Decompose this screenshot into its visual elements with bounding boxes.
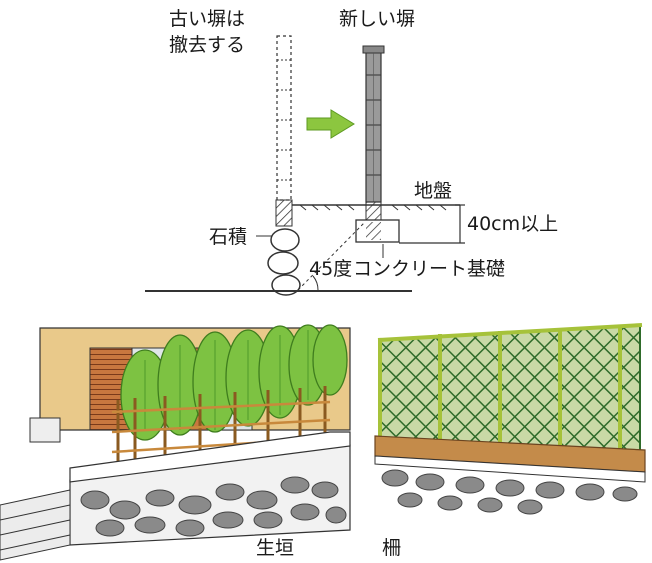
angle-line (297, 221, 366, 291)
angle-label: 45度 (309, 258, 353, 280)
old-wall-label-line1: 古い塀は (169, 8, 246, 30)
lattice-fence-illustration (374, 323, 646, 515)
hedge-illustration (0, 324, 351, 561)
ground-label: 地盤 (414, 180, 453, 202)
new-wall-label: 新しい塀 (339, 8, 416, 30)
depth-dimension (399, 204, 465, 244)
foundation-label: コンクリート基礎 (353, 258, 506, 280)
ground-line (145, 204, 460, 292)
old-wall-diagram (275, 35, 293, 227)
depth-label: 40cm以上 (467, 213, 559, 235)
hedge-label: 生垣 (256, 537, 295, 559)
fence-label: 柵 (382, 537, 402, 559)
new-wall-diagram (355, 45, 400, 243)
stone-label: 石積 (209, 226, 248, 248)
old-wall-label-line2: 撤去する (169, 34, 246, 56)
right-arrow-icon (306, 109, 355, 139)
stone-wall-diagram (267, 228, 301, 296)
